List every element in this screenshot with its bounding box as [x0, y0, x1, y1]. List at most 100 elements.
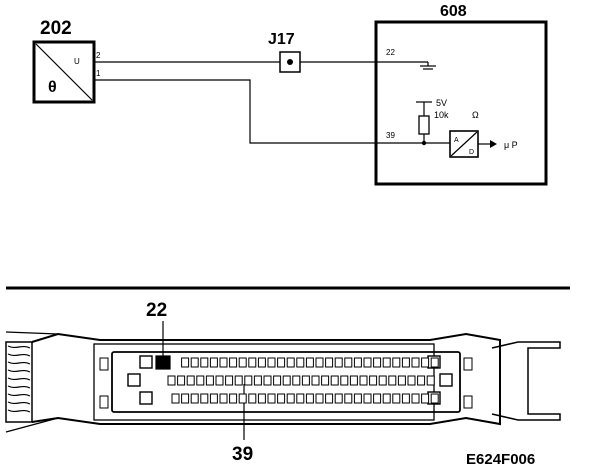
connector-pin — [407, 375, 416, 386]
junction-dot — [287, 59, 293, 65]
connector-pin — [200, 393, 209, 404]
connector-pin — [219, 357, 228, 368]
ecu-id: 608 — [440, 3, 467, 20]
connector-pin — [263, 375, 272, 386]
connector-pin — [411, 357, 420, 368]
housing-edge-top — [5, 331, 59, 335]
connector-pin — [181, 393, 190, 404]
pin-grid — [167, 357, 439, 404]
connector-pin — [205, 375, 214, 386]
connector-pin — [430, 393, 439, 404]
connector-pin — [190, 357, 199, 368]
connector-pin — [417, 375, 426, 386]
connector-pin — [301, 375, 310, 386]
connector-pin — [315, 393, 324, 404]
connector-pin — [244, 375, 253, 386]
connector-pin — [267, 357, 276, 368]
connector-pin — [411, 393, 420, 404]
connector-pin — [334, 393, 343, 404]
connector-pin — [296, 393, 305, 404]
connector-pin — [382, 393, 391, 404]
connector-pin — [277, 393, 286, 404]
connector-pin — [397, 375, 406, 386]
ad-diagonal — [450, 131, 478, 157]
connector-pin — [305, 393, 314, 404]
connector-pin — [311, 375, 320, 386]
connector-pin — [330, 375, 339, 386]
connector-pin — [248, 393, 257, 404]
resistor-value: 10k — [434, 110, 449, 120]
sensor-202: 202 U θ 2 1 — [32, 18, 101, 104]
ecu-pin-22: 22 — [386, 48, 395, 57]
housing-edge-bottom — [5, 417, 59, 433]
coding-pin-left — [127, 373, 141, 387]
connector-pin — [248, 357, 257, 368]
callout-39: 39 — [232, 444, 253, 465]
connector-pin — [363, 357, 372, 368]
resistor — [418, 115, 430, 135]
connector-pin — [253, 375, 262, 386]
connector-pin — [426, 375, 435, 386]
wire-bundle — [5, 341, 33, 423]
connector-pin — [344, 357, 353, 368]
connector-pin — [257, 357, 266, 368]
microprocessor-label: μ P — [504, 140, 518, 150]
connector-pin — [282, 375, 291, 386]
connector-pin — [353, 393, 362, 404]
connector-pin — [277, 357, 286, 368]
ad-d-label: D — [469, 149, 474, 156]
connector-pin — [177, 375, 186, 386]
connector-pin — [388, 375, 397, 386]
coding-pin-right — [439, 373, 453, 387]
theta-symbol: θ — [48, 79, 57, 96]
connector-pin — [344, 393, 353, 404]
sensor-diagonal — [35, 43, 93, 101]
connector-pin — [238, 357, 247, 368]
ecu-608: 608 22 39 5V 10k Ω A D μ P — [374, 3, 548, 186]
connector-pin — [229, 393, 238, 404]
connector-pin — [373, 357, 382, 368]
connector-pin — [186, 375, 195, 386]
connector-pin — [196, 375, 205, 386]
connector-pin — [359, 375, 368, 386]
connector-pin — [234, 375, 243, 386]
connector-pin — [238, 393, 247, 404]
connector-pin — [225, 375, 234, 386]
connector-pin — [421, 357, 430, 368]
latch-right-bottom — [463, 395, 473, 409]
ecu-box — [374, 20, 548, 186]
connector-housing — [31, 332, 501, 426]
connector-pin — [190, 393, 199, 404]
connector-pin — [325, 357, 334, 368]
wire-pin1-to-pin39 — [94, 79, 450, 144]
connector-pin — [305, 357, 314, 368]
arrow-icon — [490, 140, 497, 148]
connector-pin — [421, 393, 430, 404]
sensor-id: 202 — [40, 18, 72, 39]
mating-bracket — [491, 341, 561, 421]
resistor-unit: Ω — [472, 110, 479, 120]
connector-pin — [209, 357, 218, 368]
connector-pin — [378, 375, 387, 386]
sensor-pin-1: 1 — [96, 69, 101, 78]
connector-pin — [200, 357, 209, 368]
connector-pin — [325, 393, 334, 404]
coding-pin-left-top — [139, 355, 153, 369]
connector-pin — [363, 393, 372, 404]
connector-pin — [321, 375, 330, 386]
latch-right-top — [463, 357, 473, 371]
junction-j17: J17 — [268, 31, 301, 73]
connector-pin — [219, 393, 228, 404]
coding-pin-left-bottom — [139, 391, 153, 405]
ad-a-label: A — [454, 137, 459, 144]
latch-left-bottom — [99, 395, 109, 409]
connector-pin — [340, 375, 349, 386]
latch-left-top — [99, 357, 109, 371]
connector-pin — [353, 357, 362, 368]
connector-pin — [382, 357, 391, 368]
connector-pin — [292, 375, 301, 386]
connector-pin — [215, 375, 224, 386]
connector-pin — [267, 393, 276, 404]
junction-id: J17 — [268, 31, 295, 48]
